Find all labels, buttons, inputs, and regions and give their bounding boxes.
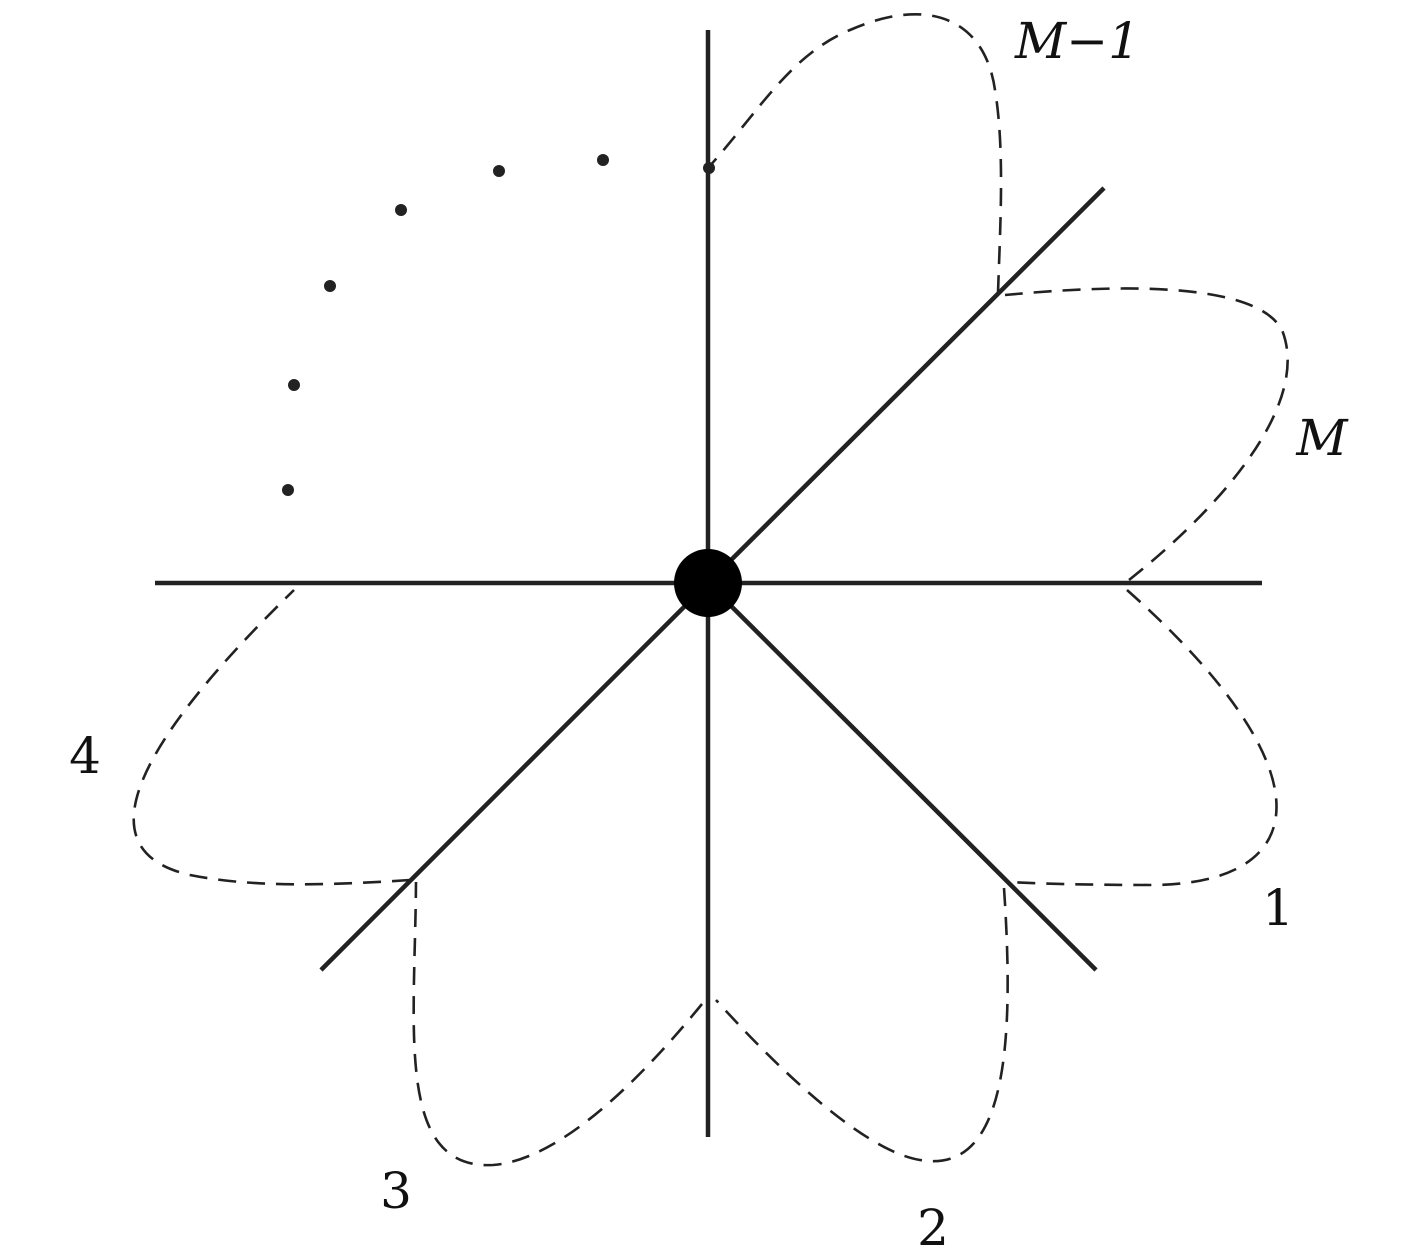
label-petal-m-minus-1: M−1 (1014, 12, 1140, 70)
ellipsis-dot (703, 162, 715, 174)
petals (132, 13, 1289, 1167)
ellipsis-dot (282, 484, 294, 496)
sector-labels: 1 2 3 4 M M−1 (69, 12, 1349, 1252)
ray-lower-left (319, 581, 710, 972)
petal-m-curve (1004, 287, 1289, 582)
petal-1-curve (1007, 589, 1278, 887)
petal-4-curve (132, 589, 411, 886)
label-petal-m: M (1295, 409, 1349, 467)
center-vertex (674, 549, 742, 617)
petal-3-curve (412, 881, 704, 1167)
ellipsis-dot (597, 154, 609, 166)
petal-2-curve (715, 887, 1009, 1163)
label-petal-3: 3 (380, 1162, 412, 1220)
ellipsis-dot (395, 204, 407, 216)
ray-lower-right (706, 581, 1098, 972)
petal-m-minus-1-curve (707, 13, 1003, 294)
ellipsis-dot (324, 280, 336, 292)
ray-upper-right (706, 186, 1106, 585)
ellipsis-dots (282, 154, 715, 496)
ellipsis-dot (493, 165, 505, 177)
label-petal-1: 1 (1262, 879, 1294, 937)
label-petal-4: 4 (69, 727, 101, 785)
ellipsis-dot (288, 379, 300, 391)
label-petal-2: 2 (917, 1199, 949, 1252)
